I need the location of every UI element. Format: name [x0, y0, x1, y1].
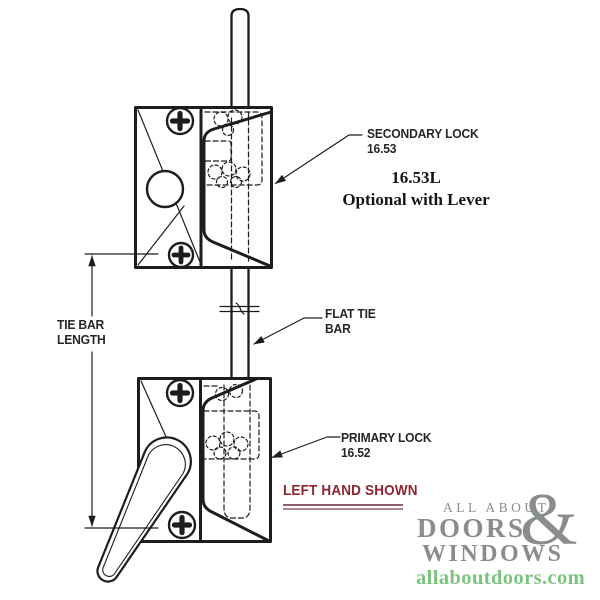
primary-lock-label: PRIMARY LOCK 16.52 — [341, 430, 443, 460]
phillips-screw — [167, 510, 197, 540]
hidden-rivets-primary — [205, 383, 249, 460]
thumb-hole — [145, 169, 185, 209]
logo-windows: WINDOWS — [422, 541, 564, 567]
primary-lock-drawing — [96, 377, 272, 583]
handing-note: LEFT HAND SHOWN — [283, 482, 418, 499]
logo-ampersand: & — [520, 479, 578, 561]
primary-lock-number: 16.52 — [341, 445, 371, 460]
phillips-screw — [165, 106, 195, 136]
tie-bar-break-symbol — [219, 302, 260, 315]
flat-tie-bar-label: FLAT TIE BAR — [325, 306, 376, 336]
phillips-screw — [165, 378, 195, 408]
secondary-lock-leader — [274, 134, 363, 185]
logo-website: allaboutdoors.com — [416, 567, 586, 589]
company-logo: ALL ABOUT & DOORS WINDOWS allaboutdoors.… — [415, 483, 600, 594]
secondary-lock-label: SECONDARY LOCK 16.53 — [367, 126, 479, 156]
primary-lock-name: PRIMARY LOCK — [341, 430, 432, 445]
tie-bar-length-label: TIE BAR LENGTH — [57, 317, 117, 347]
flat-tie-bar-leader — [253, 317, 323, 345]
logo-all-about: ALL ABOUT — [443, 500, 550, 515]
lever-option-text: Optional with Lever — [342, 190, 490, 209]
secondary-lock-number: 16.53 — [367, 141, 397, 156]
lever-option-label: 16.53L Optional with Lever — [340, 167, 492, 211]
logo-doors: DOORS — [417, 513, 526, 543]
hidden-rivets-secondary — [207, 109, 251, 189]
phillips-screw — [167, 241, 195, 269]
secondary-lock-name: SECONDARY LOCK — [367, 126, 479, 141]
primary-lock-leader — [271, 436, 341, 459]
handing-underline — [283, 504, 403, 506]
tie-bar-middle — [219, 266, 260, 380]
lever-option-number: 16.53L — [391, 168, 441, 187]
dimension-lines — [84, 253, 159, 529]
leader-lines — [253, 134, 363, 459]
handing-underline — [283, 508, 403, 510]
lock-lever — [96, 436, 192, 583]
tie-bar-top — [230, 7, 250, 109]
secondary-lock-drawing — [134, 106, 273, 269]
